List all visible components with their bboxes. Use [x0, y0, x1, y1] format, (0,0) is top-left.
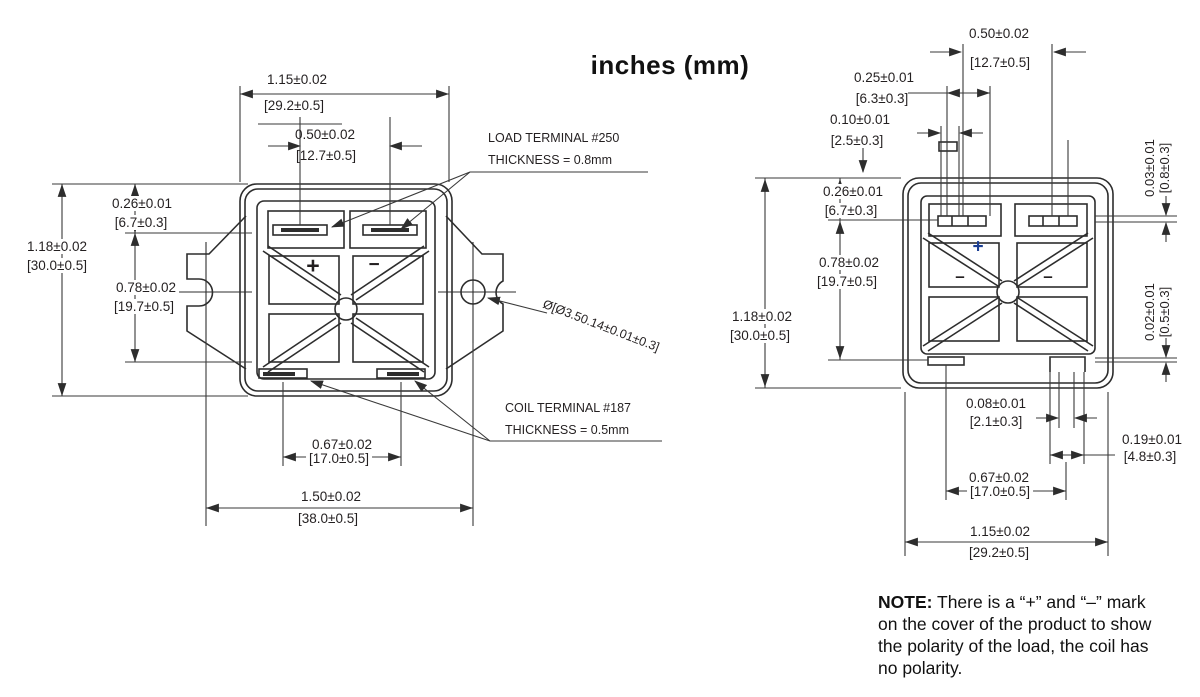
- bottom-dim-coil-thickness-in: 0.02±0.01: [1142, 283, 1157, 341]
- bottom-dim-mid-height-mm: [19.7±0.5]: [814, 274, 880, 289]
- bottom-dim-pin-group-mm: [4.8±0.3]: [1123, 449, 1177, 464]
- front-dim-load-spacing-mm: [12.7±0.5]: [296, 148, 356, 163]
- bottom-dim-pin-group-in: 0.19±0.01: [1122, 432, 1182, 447]
- note-line3: the polarity of the load, the coil has: [878, 636, 1149, 656]
- bottom-center-boss: [996, 280, 1020, 304]
- bottom-dim-load-width-mm: [2.5±0.3]: [830, 133, 884, 148]
- front-center-boss: [334, 297, 358, 321]
- bottom-minus-mark-right: –: [1043, 266, 1053, 286]
- bottom-dim-load-thickness-mm: [0.8±0.3]: [1157, 142, 1172, 194]
- bottom-dim-load-spacing-in: 0.50±0.02: [969, 26, 1029, 41]
- front-dim-coil-spacing-mm: [17.0±0.5]: [306, 451, 372, 466]
- front-dim-flange-width-mm: [38.0±0.5]: [298, 511, 358, 526]
- front-view-centerlines: [166, 242, 516, 343]
- bottom-plus-mark: +: [972, 236, 984, 258]
- bottom-dim-coil-spacing-mm: [17.0±0.5]: [967, 484, 1033, 499]
- bottom-dim-pin-width-in: 0.08±0.01: [966, 396, 1026, 411]
- front-view-part: [186, 183, 504, 397]
- bottom-minus-mark-left: –: [955, 266, 965, 286]
- bottom-load-slot-left: [937, 215, 987, 227]
- front-plus-mark: +: [306, 252, 320, 279]
- bottom-coil-bracket-right: [1049, 356, 1086, 372]
- note-line2: on the cover of the product to show: [878, 614, 1152, 634]
- bottom-dim-coil-spacing-in: 0.67±0.02: [969, 470, 1029, 485]
- front-dim-flange-width-in: 1.50±0.02: [301, 489, 361, 504]
- bottom-dim-coil-thickness-mm: [0.5±0.3]: [1157, 286, 1172, 338]
- coil-terminal-callout-line2: THICKNESS = 0.5mm: [505, 423, 629, 437]
- bottom-dim-pin-width-mm: [2.1±0.3]: [969, 414, 1023, 429]
- bottom-cover-outline: [920, 195, 1096, 355]
- bottom-load-slot-right: [1028, 215, 1078, 227]
- bottom-dim-body-height-mm: [30.0±0.5]: [727, 328, 793, 343]
- front-flange-left: [186, 215, 247, 370]
- bottom-coil-slot-left: [927, 356, 965, 366]
- page-title: inches (mm): [590, 50, 750, 80]
- bottom-dim-body-height-in: 1.18±0.02: [729, 309, 795, 324]
- front-dim-mid-height-mm: [19.7±0.5]: [111, 299, 177, 314]
- load-terminal-callout-line1: LOAD TERMINAL #250: [488, 131, 620, 145]
- bottom-dim-body-width-in: 1.15±0.02: [970, 524, 1030, 539]
- bottom-dim-load-group-in: 0.25±0.01: [854, 70, 914, 85]
- front-dim-top-offset-in: 0.26±0.01: [109, 196, 175, 211]
- front-dim-load-spacing-in: 0.50±0.02: [295, 127, 355, 142]
- front-body-outline: [239, 183, 453, 397]
- bottom-dim-load-width-in: 0.10±0.01: [830, 112, 890, 127]
- front-dim-coil-spacing-in: 0.67±0.02: [312, 437, 372, 452]
- front-dim-body-height-mm: [30.0±0.5]: [24, 258, 90, 273]
- bottom-dim-top-offset-in: 0.26±0.01: [820, 184, 886, 199]
- note-label: NOTE:: [878, 592, 933, 612]
- bottom-dim-load-thickness-in: 0.03±0.01: [1142, 139, 1157, 197]
- front-flange-right: [445, 215, 504, 370]
- front-cover-outline: [256, 200, 436, 380]
- bottom-view-part: [902, 141, 1114, 389]
- front-coil-slot-right: [376, 368, 426, 379]
- bottom-view-dimensions: [755, 44, 1177, 556]
- front-view-dimensions: [52, 86, 662, 526]
- front-dim-body-width-in: 1.15±0.02: [267, 72, 327, 87]
- bottom-dim-load-spacing-mm: [12.7±0.5]: [970, 55, 1030, 70]
- bottom-dim-load-thickness: 0.03±0.01 [0.8±0.3]: [1142, 139, 1172, 197]
- load-terminal-callout-line2: THICKNESS = 0.8mm: [488, 153, 612, 167]
- bottom-dim-top-offset-mm: [6.7±0.3]: [821, 203, 881, 218]
- bottom-body-outline: [902, 177, 1114, 389]
- front-minus-mark: −: [368, 254, 380, 276]
- bottom-dim-body-width-mm: [29.2±0.5]: [969, 545, 1029, 560]
- note-line4: no polarity.: [878, 658, 963, 678]
- front-dim-top-offset-mm: [6.7±0.3]: [111, 215, 171, 230]
- front-coil-slot-left: [258, 368, 308, 379]
- coil-terminal-callout-line1: COIL TERMINAL #187: [505, 401, 631, 415]
- bottom-terminal-tab: [938, 141, 958, 152]
- bottom-dim-load-group-mm: [6.3±0.3]: [855, 91, 909, 106]
- front-dim-mid-height-in: 0.78±0.02: [113, 280, 179, 295]
- front-dim-body-width-mm: [29.2±0.5]: [264, 98, 324, 113]
- bottom-dim-coil-thickness: 0.02±0.01 [0.5±0.3]: [1142, 283, 1172, 341]
- front-dim-body-height-in: 1.18±0.02: [24, 239, 90, 254]
- polarity-note: NOTE: There is a “+” and “–” mark on the…: [878, 591, 1200, 679]
- bottom-dim-mid-height-in: 0.78±0.02: [816, 255, 882, 270]
- note-line1: There is a “+” and “–” mark: [932, 592, 1146, 612]
